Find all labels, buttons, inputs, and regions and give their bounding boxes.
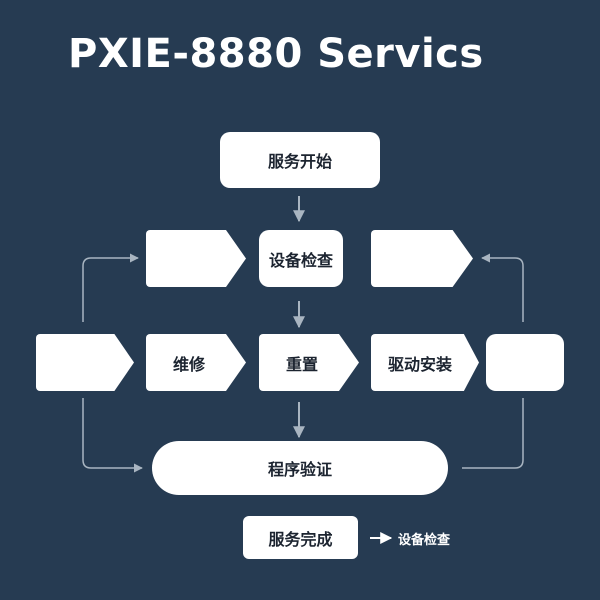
node-blank-right-2: [371, 230, 473, 287]
page-title: PXIE-8880 Servics: [68, 31, 484, 77]
node-service-start-label: 服务开始: [267, 152, 332, 171]
node-service-complete-label: 服务完成: [268, 529, 333, 549]
node-device-inspect: 设备检查: [259, 230, 343, 287]
node-blank-left-2: [146, 230, 246, 287]
loop-right-upper: [481, 253, 524, 322]
loop-left-upper: [82, 253, 139, 322]
node-program-verify: 程序验证: [152, 441, 448, 495]
node-service-complete: 服务完成: [243, 516, 358, 559]
node-reset: 重置: [259, 334, 359, 391]
node-device-inspect-label: 设备检查: [268, 250, 333, 270]
node-driver-install-label: 驱动安装: [387, 354, 452, 374]
loop-left-lower: [82, 398, 143, 473]
node-blank-right-3: [486, 334, 564, 391]
next-step-label: 设备检查: [398, 533, 451, 548]
node-reset-label: 重置: [285, 354, 318, 374]
node-service-start: 服务开始: [220, 132, 380, 188]
loop-right-lower: [462, 398, 524, 469]
node-program-verify-label: 程序验证: [267, 460, 332, 479]
node-repair-label: 维修: [172, 354, 205, 374]
node-blank-left-3: [36, 334, 134, 391]
node-driver-install: 驱动安装: [371, 334, 479, 391]
node-repair: 维修: [146, 334, 246, 391]
